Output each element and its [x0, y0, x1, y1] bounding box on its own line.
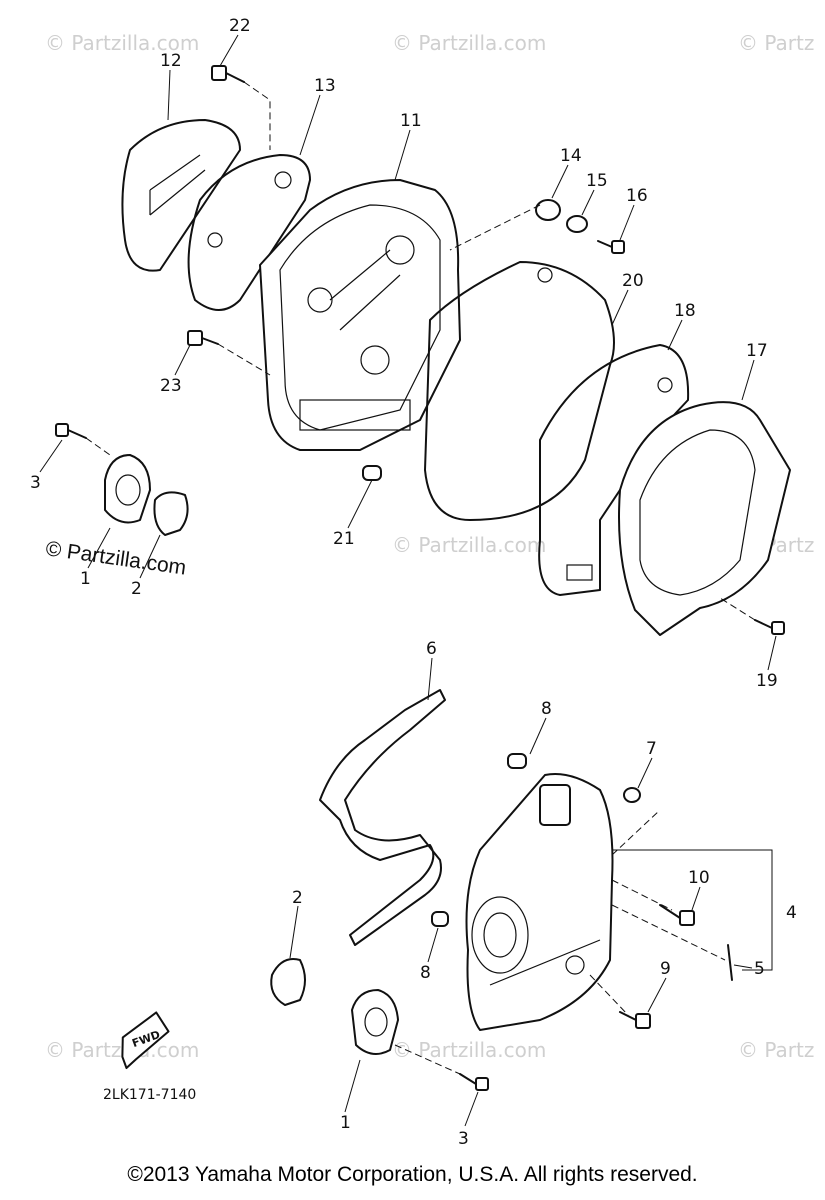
part-14-damper [535, 199, 561, 221]
part-1-cap-lower [351, 989, 399, 1055]
callout-23: 23 [160, 376, 182, 396]
part-7-grommet [623, 787, 641, 803]
callout-11: 11 [400, 111, 422, 131]
part-2-gasket-lower [270, 958, 306, 1006]
watermark: © Partz [738, 1038, 814, 1062]
watermark: © Partz [738, 31, 814, 55]
callout-10: 10 [688, 868, 710, 888]
watermark: © Partzilla.com [392, 31, 546, 55]
part-22-bolt [211, 65, 245, 83]
watermark: © Partzilla.com [392, 533, 546, 557]
fwd-arrow: FWD [121, 1011, 170, 1070]
part-2-gasket-upper [153, 491, 189, 536]
part-17-cover [618, 401, 791, 636]
callout-21: 21 [333, 529, 355, 549]
callout-16: 16 [626, 186, 648, 206]
callout-8-upper: 8 [541, 699, 552, 719]
callout-2-upper: 2 [131, 579, 142, 599]
callout-1-lower: 1 [340, 1113, 351, 1133]
part-20-gasket [424, 261, 615, 521]
callout-1-upper: 1 [80, 569, 91, 589]
part-19-bolt [754, 619, 785, 635]
part-3-bolt-lower [459, 1073, 489, 1091]
callout-15: 15 [586, 171, 608, 191]
callout-19: 19 [756, 671, 778, 691]
part-12-plate [121, 119, 241, 272]
part-10-bolt [659, 904, 695, 926]
part-11-cover [259, 179, 461, 451]
watermark-prominent: © Partzilla.com [44, 537, 187, 579]
part-6-gasket [319, 689, 446, 946]
part-4-crankcase-cover [465, 773, 614, 1031]
part-16-bolt [597, 240, 625, 254]
callout-6: 6 [426, 639, 437, 659]
callout-8-lower: 8 [420, 963, 431, 983]
part-18-gasket [538, 344, 690, 596]
callout-7: 7 [646, 739, 657, 759]
callout-17: 17 [746, 341, 768, 361]
part-5-bracket [727, 944, 733, 981]
copyright-notice: ©2013 Yamaha Motor Corporation, U.S.A. A… [127, 1163, 698, 1186]
callout-9: 9 [660, 959, 671, 979]
callout-4: 4 [786, 903, 797, 923]
part-23-bolt [187, 330, 219, 346]
leader-lines-upper [39, 34, 777, 671]
callout-2-lower: 2 [292, 888, 303, 908]
callout-3-upper: 3 [30, 473, 41, 493]
callout-5: 5 [754, 959, 765, 979]
part-21-dowel [362, 465, 382, 481]
callout-12: 12 [160, 51, 182, 71]
part-3-bolt-upper [55, 423, 87, 439]
part-1-cap-upper [104, 454, 151, 524]
leader-lines-lower [289, 657, 753, 1127]
callout-14: 14 [560, 146, 582, 166]
part-8-dowel-upper [507, 753, 527, 769]
part-15-washer [566, 215, 588, 233]
part-9-bolt [619, 1011, 651, 1029]
callouts: 22 12 13 11 14 15 16 20 18 17 23 3 1 2 2… [30, 16, 797, 1149]
callout-3-lower: 3 [458, 1129, 469, 1149]
bracket-4 [612, 849, 773, 971]
watermark: © Partzilla.com [45, 31, 199, 55]
diagram-code: 2LK171-7140 [103, 1087, 196, 1103]
callout-18: 18 [674, 301, 696, 321]
callout-13: 13 [314, 76, 336, 96]
callout-20: 20 [622, 271, 644, 291]
watermark: © Partzilla.com [392, 1038, 546, 1062]
callout-22: 22 [229, 16, 251, 36]
part-8-dowel-lower [431, 911, 449, 927]
